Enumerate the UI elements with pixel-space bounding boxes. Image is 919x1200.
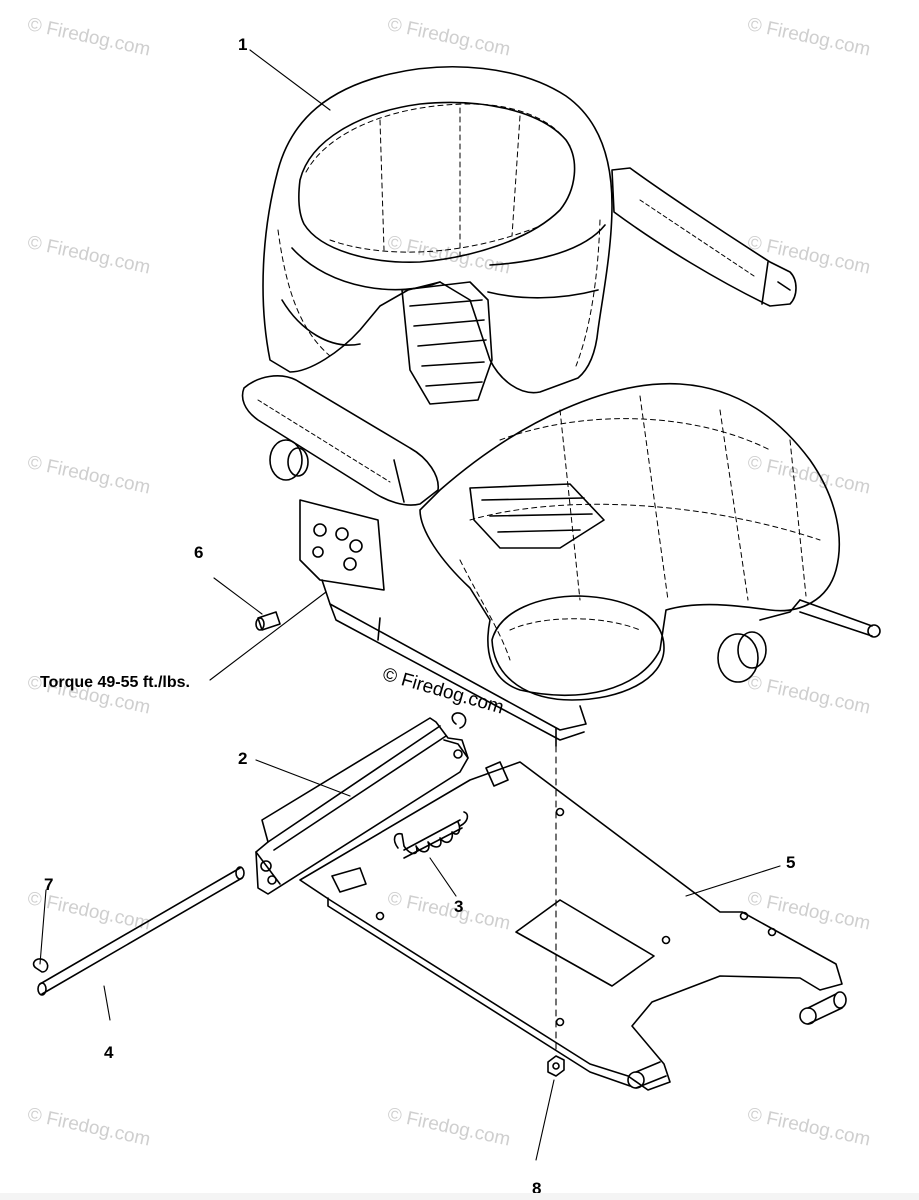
hinge-bracket [255,717,469,895]
torque-note: Torque 49-55 ft./lbs. [40,674,190,691]
callout-4: 4 [104,1043,114,1062]
nut [547,1055,565,1077]
e-clip-small [451,712,467,729]
callout-7: 7 [44,875,54,894]
callout-5: 5 [786,853,796,872]
spring [393,811,469,859]
callout-6: 6 [194,543,204,562]
rod [37,866,245,996]
callout-8: 8 [532,1179,542,1198]
seat-mount-plate [299,761,847,1091]
callout-1: 1 [238,35,248,54]
e-clip [32,958,49,973]
leader-lines [39,49,781,1161]
bottom-strip [0,1193,919,1200]
bolt [255,611,281,631]
seat-assembly [241,66,881,747]
callout-3: 3 [454,897,464,916]
callout-2: 2 [238,749,248,768]
